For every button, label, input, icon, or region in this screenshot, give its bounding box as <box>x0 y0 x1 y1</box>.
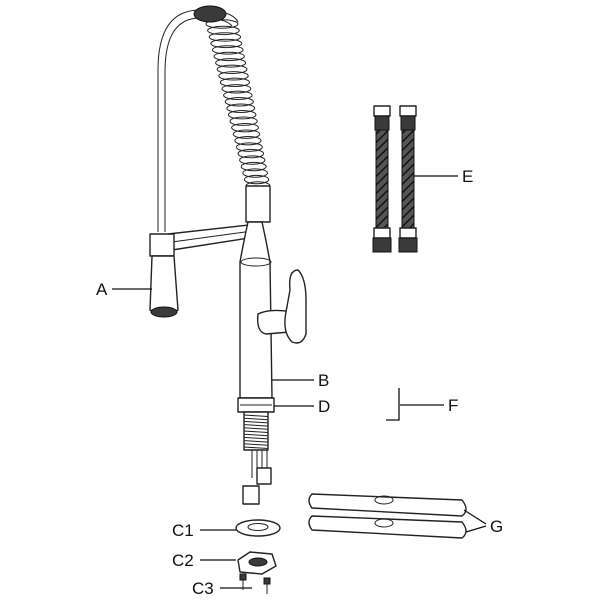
label-e: E <box>462 167 473 186</box>
label-c1: C1 <box>172 521 194 540</box>
supply-hoses <box>372 105 418 253</box>
washer <box>235 519 281 537</box>
label-f: F <box>448 396 458 415</box>
deck-plates <box>308 493 467 539</box>
lever-handle <box>256 269 307 344</box>
coil-top-cap <box>193 5 227 23</box>
spray-hose <box>157 9 239 232</box>
spray-head <box>149 233 179 318</box>
leader-g2 <box>465 525 487 533</box>
tube-fitting-right <box>256 467 272 485</box>
label-a: A <box>96 280 108 299</box>
screws <box>239 573 271 594</box>
threaded-shank <box>243 411 269 451</box>
label-b: B <box>318 371 329 390</box>
label-c2: C2 <box>172 551 194 570</box>
label-d: D <box>318 397 330 416</box>
lock-nut <box>237 551 277 575</box>
tube-fitting-left <box>242 485 260 505</box>
spring-collar <box>245 185 271 223</box>
mounting-bracket <box>386 388 400 421</box>
faucet-body <box>239 221 273 399</box>
label-g: G <box>490 517 503 536</box>
faucet-assembly <box>149 5 307 505</box>
coil-spring <box>205 19 271 191</box>
leader-g1 <box>463 509 487 525</box>
label-c3: C3 <box>192 579 214 598</box>
